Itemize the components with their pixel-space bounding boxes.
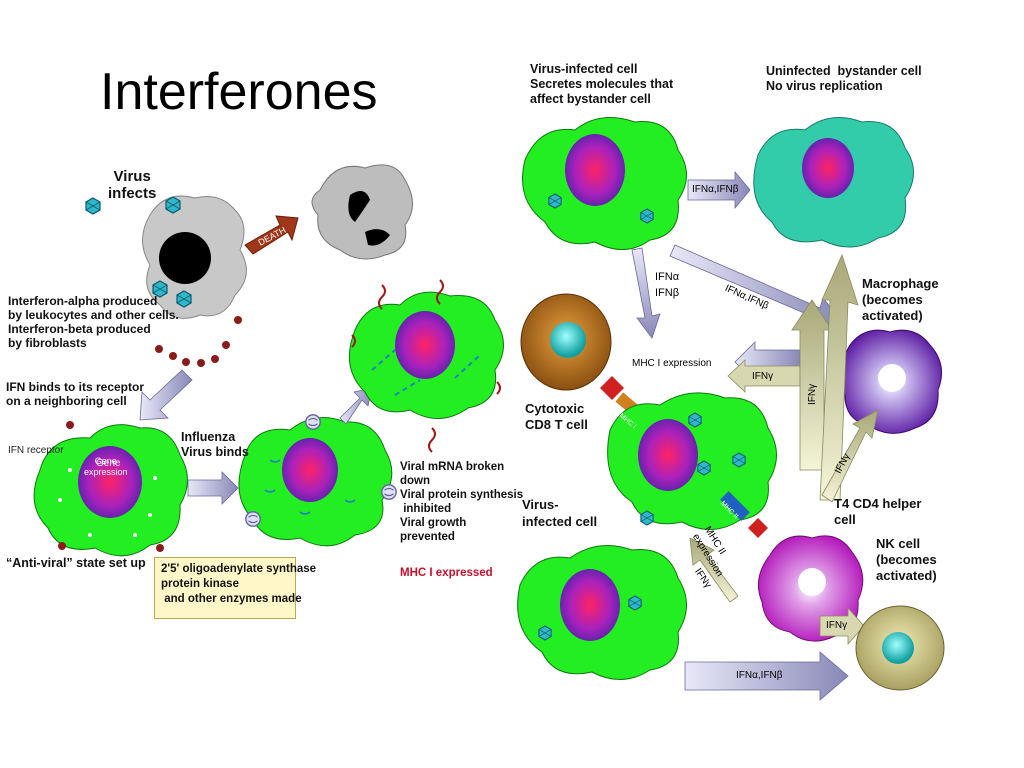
cd8-t-cell <box>520 293 612 391</box>
ifn-gamma-label-1: IFNγ <box>752 371 774 382</box>
virus-icon <box>628 595 642 611</box>
virus-icon <box>85 197 101 215</box>
infected-dying-cell <box>142 195 247 319</box>
death-arrow <box>244 215 299 255</box>
ifn-arrow-down <box>631 247 661 339</box>
dead-cell <box>311 164 413 260</box>
ifn-gamma-label-2: IFNγ <box>807 383 818 405</box>
virus-icon <box>640 510 654 526</box>
ifn-receptor-label: IFN receptor <box>8 445 64 456</box>
influenza-virus-icon <box>381 484 397 500</box>
ifn-arrow-bottom <box>684 651 849 701</box>
ifn-a-label: IFNα <box>655 271 680 283</box>
center-infected-cell <box>607 392 777 531</box>
secreting-cell-label: Virus-infected cell Secretes molecules t… <box>530 62 674 106</box>
nk-cell-activated <box>757 535 864 642</box>
bystander-cell <box>753 117 914 248</box>
virus-icon <box>732 452 746 468</box>
ifn-ab-label-1: IFNα,IFNβ <box>692 184 739 195</box>
nk-target-cell <box>855 605 945 691</box>
virus-icon <box>165 196 181 214</box>
mhc-ii-contact <box>748 518 768 538</box>
arrow-to-influenza-cell <box>187 471 239 505</box>
virus-icon <box>688 412 702 428</box>
ifn-gamma-arrow-left <box>727 359 801 393</box>
ifn-gamma-arrow-nk <box>689 537 739 603</box>
enzymes-label: 2'5' oligoadenylate synthase protein kin… <box>161 563 317 605</box>
mhc-ii-tag <box>720 491 750 521</box>
bottom-infected-cell <box>517 545 687 681</box>
antiviral-label: “Anti-viral” state set up <box>6 556 146 570</box>
influenza-virus-icon <box>245 511 261 527</box>
viral-effects-label: Viral mRNA broken down Viral protein syn… <box>400 461 524 543</box>
gene-expression-label: Gene <box>96 458 121 469</box>
influenza-virus-icon <box>305 414 321 430</box>
enzymes-box: 2'5' oligoadenylate synthase protein kin… <box>154 557 316 619</box>
slide-title: Interferones <box>100 63 378 121</box>
macrophage-label: Macrophage (becomes activated) <box>862 276 939 323</box>
ifn-gamma-arrow-right <box>819 606 865 646</box>
macrophage-cell <box>840 329 943 434</box>
ifn-b-label: IFNβ <box>655 287 680 299</box>
ifn-gamma-label-5: IFNγ <box>826 620 848 631</box>
nk-cell-label: NK cell (becomes activated) <box>876 536 937 583</box>
protected-cell <box>348 279 504 453</box>
virus-icon <box>176 290 192 308</box>
cytotoxic-label: Cytotoxic CD8 T cell <box>525 401 588 432</box>
ifn-ab-bottom-label: IFNα,IFNβ <box>736 670 783 681</box>
t4-helper-label: T4 CD4 helper cell <box>834 496 922 527</box>
ifn-binds-label: IFN binds to its receptor on a neighbori… <box>6 380 145 408</box>
gene-expression-cell <box>33 421 188 557</box>
influenza-cell <box>238 417 393 547</box>
gene-line-1: Gene <box>96 458 121 469</box>
secreting-infected-cell <box>522 117 687 250</box>
ifn-gamma-arrow-diagonal <box>821 409 879 503</box>
mhc-expressed-label: MHC I expressed <box>400 567 493 579</box>
gene-expression-label: Gene expression <box>84 456 128 477</box>
death-label: DEATH <box>256 225 287 248</box>
ifn-produced-label: Interferon-alpha produced by leukocytes … <box>8 294 179 350</box>
mhc-i-expression-label: MHC I expression <box>632 358 712 369</box>
ifn-dots <box>155 316 242 367</box>
ifn-arrow-to-bystander <box>687 170 751 210</box>
virus-infects-label: Virus infects <box>108 168 157 202</box>
influenza-label: Influenza Virus binds <box>181 430 249 459</box>
arrow-to-receptor-cell <box>139 369 193 421</box>
virus-icon <box>697 460 711 476</box>
bystander-label: Uninfected bystander cell No virus repli… <box>766 64 922 93</box>
virus-icon <box>640 208 654 224</box>
virus-infected-cell-label: Virus- infected cell <box>522 497 598 529</box>
virus-icon <box>538 625 552 641</box>
virus-icon <box>548 193 562 209</box>
